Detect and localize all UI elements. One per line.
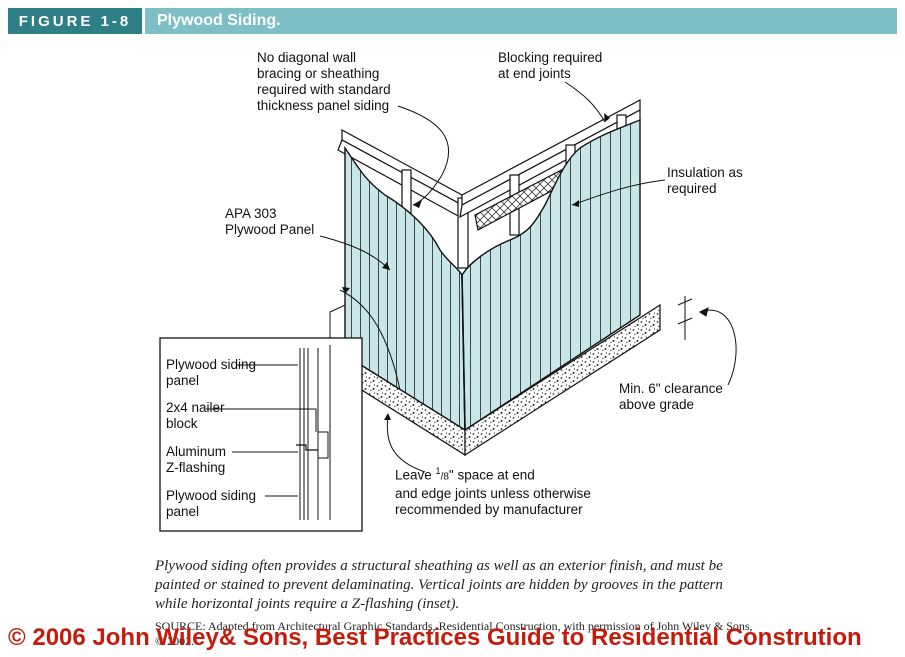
insulation-label: Insulation as required bbox=[667, 165, 743, 196]
leader-lines bbox=[319, 81, 666, 473]
foundation bbox=[329, 303, 661, 457]
figure-title: Plywood Siding. bbox=[145, 8, 897, 34]
no-bracing-label: No diagonal wall bracing or sheathing re… bbox=[257, 50, 391, 113]
blocking-label: Blocking required at end joints bbox=[498, 50, 603, 81]
z-flashing-inset bbox=[159, 337, 363, 532]
leave-space-label: Leave 1/8" space at end and edge joints … bbox=[395, 463, 591, 518]
figure-header: FIGURE 1-8 Plywood Siding. bbox=[8, 8, 897, 34]
copyright-watermark: © 2006 John Wiley& Sons, Best Practices … bbox=[8, 624, 862, 651]
leave-space-numerator: 1 bbox=[435, 466, 441, 476]
inset-nailer-label: 2x4 nailer block bbox=[166, 400, 225, 431]
leave-space-denominator: /8 bbox=[440, 471, 449, 483]
leave-space-rest: and edge joints unless otherwise recomme… bbox=[395, 485, 591, 517]
clearance-label: Min. 6" clearance above grade bbox=[619, 381, 723, 412]
leader-arrowheads bbox=[342, 113, 610, 420]
header-divider bbox=[142, 8, 145, 34]
inset-siding-top-label: Plywood siding panel bbox=[166, 357, 257, 388]
inset-siding-bottom-label: Plywood siding panel bbox=[166, 488, 257, 519]
figure-number: FIGURE 1-8 bbox=[8, 8, 142, 34]
apa-panel-label: APA 303 Plywood Panel bbox=[225, 206, 315, 237]
inset-zflash-label: Aluminum Z-flashing bbox=[166, 444, 227, 475]
left-siding-panel bbox=[344, 145, 466, 432]
leave-space-pre: Leave bbox=[395, 467, 436, 483]
figure-source: SOURCE: Adapted from Architectural Graph… bbox=[155, 619, 753, 648]
clearance-dimension bbox=[677, 296, 737, 386]
figure-caption: Plywood siding often provides a structur… bbox=[155, 558, 723, 612]
right-siding-panel bbox=[461, 118, 641, 432]
leave-space-post: " space at end bbox=[448, 467, 535, 483]
corner-line bbox=[461, 274, 466, 431]
